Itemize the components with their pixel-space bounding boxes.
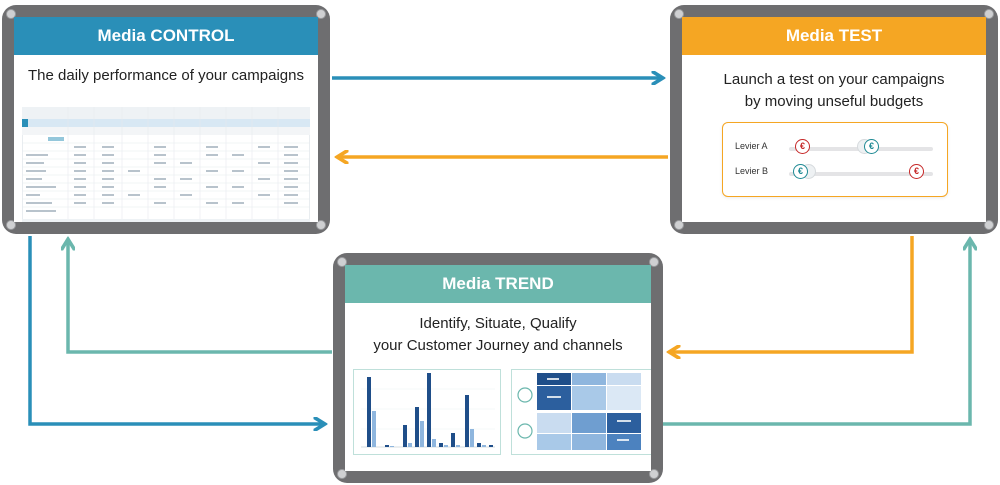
arrow-trend-to-test bbox=[662, 242, 970, 426]
euro-coin-icon[interactable]: € bbox=[909, 164, 924, 179]
euro-coin-icon[interactable]: € bbox=[795, 139, 810, 154]
performance-table-thumbnail bbox=[22, 107, 310, 222]
lever-b-label: Levier B bbox=[735, 166, 769, 176]
bolt-icon bbox=[337, 469, 347, 479]
media-control-subtitle: The daily performance of your campaigns bbox=[28, 67, 304, 84]
media-test-subtitle-line1: Launch a test on your campaigns bbox=[723, 71, 945, 88]
bolt-icon bbox=[649, 257, 659, 267]
lever-a-label: Levier A bbox=[735, 141, 768, 151]
lever-b-track[interactable] bbox=[789, 172, 933, 176]
media-trend-subtitle: Identify, Situate, Qualify your Customer… bbox=[345, 313, 651, 357]
bolt-icon bbox=[6, 9, 16, 19]
bolt-icon bbox=[6, 220, 16, 230]
arrow-test-to-trend bbox=[672, 236, 914, 352]
media-control-title: Media CONTROL bbox=[14, 17, 318, 55]
media-trend-subtitle-line1: Identify, Situate, Qualify bbox=[419, 315, 577, 332]
media-test-subtitle: Launch a test on your campaigns by movin… bbox=[682, 69, 986, 113]
lever-control-card: Levier A € € Levier B € € bbox=[722, 122, 948, 197]
media-control-panel: Media CONTROL The daily performance of y… bbox=[2, 5, 330, 234]
bar-chart-thumbnail bbox=[353, 369, 501, 455]
bolt-icon bbox=[649, 469, 659, 479]
heatmap-thumbnail bbox=[511, 369, 651, 455]
bolt-icon bbox=[316, 220, 326, 230]
media-trend-subtitle-line2: your Customer Journey and channels bbox=[373, 337, 623, 354]
bolt-icon bbox=[984, 9, 994, 19]
bolt-icon bbox=[674, 220, 684, 230]
media-test-panel: Media TEST Launch a test on your campaig… bbox=[670, 5, 998, 234]
arrow-trend-to-control bbox=[68, 242, 332, 354]
euro-coin-icon[interactable]: € bbox=[864, 139, 879, 154]
bolt-icon bbox=[984, 220, 994, 230]
media-test-title: Media TEST bbox=[682, 17, 986, 55]
euro-coin-icon[interactable]: € bbox=[793, 164, 808, 179]
bolt-icon bbox=[674, 9, 684, 19]
media-trend-title: Media TREND bbox=[345, 265, 651, 303]
media-test-subtitle-line2: by moving unseful budgets bbox=[744, 93, 924, 110]
media-trend-panel: Media TREND Identify, Situate, Qualify y… bbox=[333, 253, 663, 483]
arrow-control-to-trend bbox=[28, 236, 322, 424]
lever-row-a[interactable]: Levier A € € bbox=[735, 139, 933, 159]
bolt-icon bbox=[337, 257, 347, 267]
lever-row-b[interactable]: Levier B € € bbox=[735, 164, 933, 184]
bolt-icon bbox=[316, 9, 326, 19]
